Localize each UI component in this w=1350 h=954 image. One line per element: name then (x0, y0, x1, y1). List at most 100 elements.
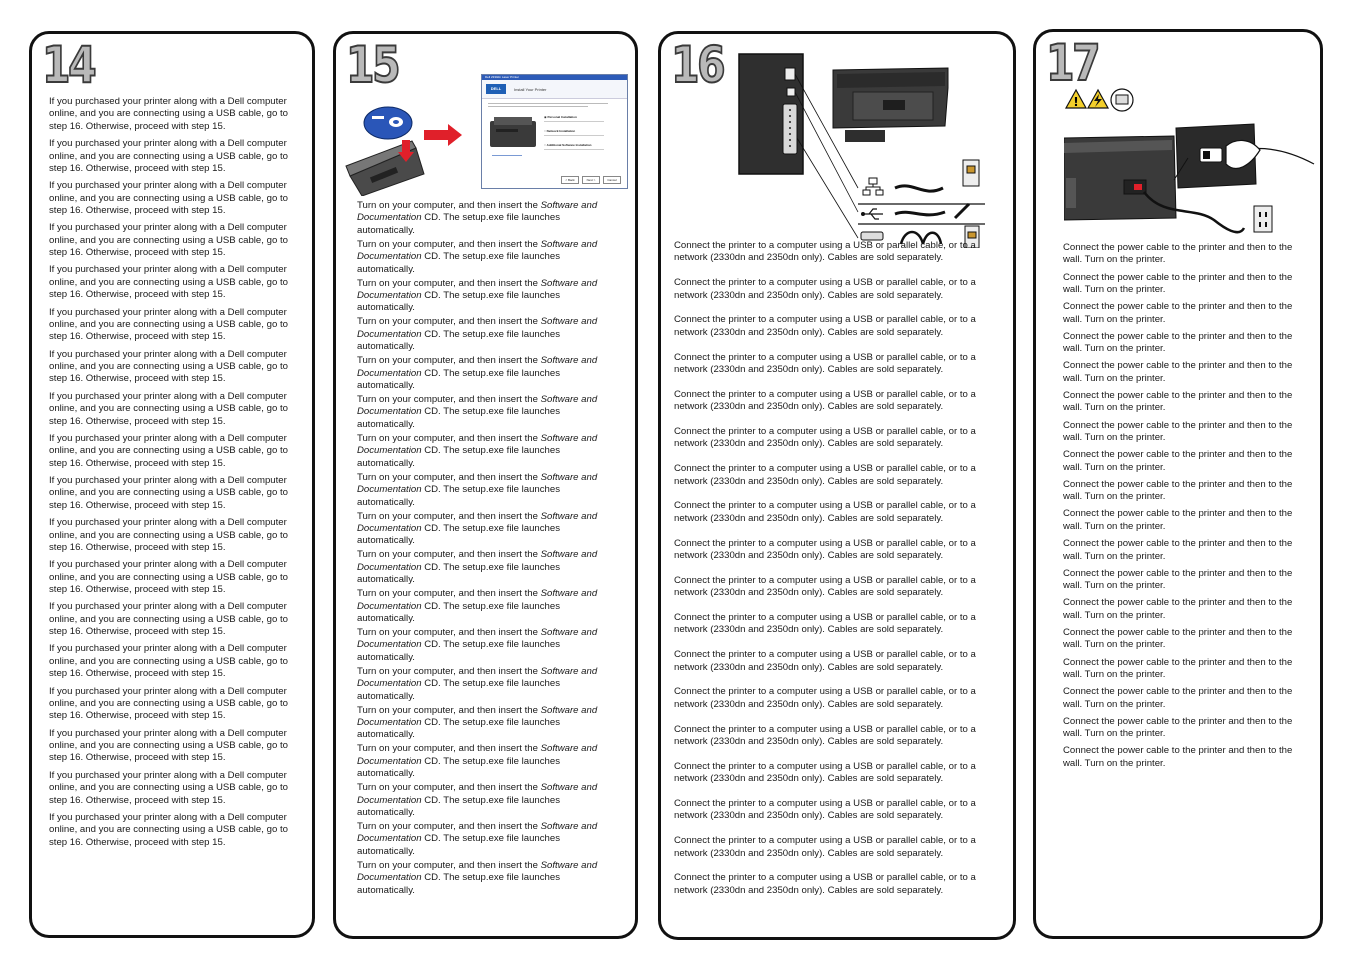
paragraph: If you purchased your printer along with… (49, 180, 288, 217)
paragraph: Connect the printer to a computer using … (674, 686, 976, 710)
paragraph: Connect the printer to a computer using … (674, 872, 976, 896)
paragraph-text: CD. The setup.exe file launches automati… (357, 872, 561, 896)
paragraph-text: Turn on your computer, and then insert t… (357, 200, 541, 211)
paragraph: Connect the printer to a computer using … (674, 351, 976, 376)
paragraph-text: CD. The setup.exe file launches automati… (357, 639, 561, 663)
option-personal[interactable]: ◉ Personal Installation (544, 115, 622, 122)
paragraph-text: CD. The setup.exe file launches automati… (357, 406, 561, 430)
computer-port-icon (964, 225, 980, 248)
paragraph: If you purchased your printer along with… (49, 601, 288, 638)
paragraph: If you purchased your printer along with… (49, 222, 288, 259)
paragraph: Turn on your computer, and then insert t… (357, 782, 619, 819)
cd-title: Software and Documentation (357, 277, 598, 302)
paragraph: Connect the power cable to the printer a… (1063, 301, 1293, 325)
paragraph: Connect the power cable to the printer a… (1063, 715, 1293, 740)
paragraph: Connect the power cable to the printer a… (1063, 330, 1293, 355)
cd-title: Software and Documentation (357, 626, 598, 651)
paragraph-text: Turn on your computer, and then insert t… (357, 316, 541, 328)
dialog-link[interactable] (492, 155, 522, 156)
paragraph: Connect the power cable to the printer a… (1063, 656, 1293, 680)
step-15-panel: 15 Dell 2330dn Laser Printer DELL Inst (333, 31, 638, 939)
cd-title: Software and Documentation (357, 549, 598, 573)
warning-icon: ! (1064, 88, 1088, 109)
dialog-header-text: Install Your Printer (514, 86, 547, 92)
paragraph-text: CD. The setup.exe file launches automati… (357, 445, 561, 469)
cd-title: Software and Documentation (357, 704, 598, 728)
cd-title: Software and Documentation (357, 432, 598, 457)
paragraph: Connect the power cable to the printer a… (1063, 419, 1293, 444)
wall-outlet-icon (1253, 205, 1273, 233)
paragraph-text: Turn on your computer, and then insert t… (357, 588, 541, 600)
step-15-text: Turn on your computer, and then insert t… (357, 200, 619, 899)
paragraph: If you purchased your printer along with… (49, 306, 288, 343)
back-button[interactable]: < Back (561, 176, 579, 184)
step-number: 16 (670, 36, 726, 94)
window-title: Dell 2330dn Laser Printer (485, 75, 520, 79)
cd-title: Software and Documentation (357, 510, 598, 534)
paragraph: Connect the power cable to the printer a… (1063, 745, 1293, 769)
paragraph: Connect the printer to a computer using … (674, 388, 976, 413)
paragraph: Connect the power cable to the printer a… (1063, 538, 1293, 562)
brand-text: DELL (490, 86, 502, 91)
paragraph: Turn on your computer, and then insert t… (357, 666, 619, 703)
dialog-options: ◉ Personal Installation ○ Network Instal… (544, 115, 622, 150)
paragraph-text: CD. The setup.exe file launches automati… (357, 833, 561, 857)
option-additional[interactable]: ○ Additional Software Installation (544, 143, 622, 150)
step-17-panel: 17 ! (1033, 29, 1323, 939)
paragraph: Turn on your computer, and then insert t… (357, 511, 619, 548)
paragraph: Turn on your computer, and then insert t… (357, 743, 619, 780)
cd-title: Software and Documentation (357, 394, 598, 418)
paragraph: Connect the printer to a computer using … (674, 426, 976, 450)
paragraph-text: Turn on your computer, and then insert t… (357, 471, 541, 483)
paragraph-text: CD. The setup.exe file launches automati… (357, 290, 561, 314)
paragraph: Turn on your computer, and then insert t… (357, 705, 619, 742)
paragraph-text: CD. The setup.exe file launches automati… (357, 600, 561, 624)
paragraph: If you purchased your printer along with… (49, 474, 288, 511)
paragraph: Connect the printer to a computer using … (674, 835, 976, 859)
paragraph: Connect the power cable to the printer a… (1063, 597, 1293, 621)
paragraph: Connect the printer to a computer using … (674, 314, 976, 338)
installer-window: Dell 2330dn Laser Printer DELL Install Y… (481, 74, 628, 189)
paragraph: Connect the printer to a computer using … (674, 463, 976, 487)
paragraph: Connect the printer to a computer using … (674, 760, 976, 785)
paragraph-text: Turn on your computer, and then insert t… (357, 859, 541, 871)
paragraph-text: CD. The setup.exe file launches automati… (357, 367, 561, 392)
paragraph: Connect the power cable to the printer a… (1063, 686, 1293, 710)
next-button[interactable]: Next > (582, 176, 600, 184)
paragraph: Connect the printer to a computer using … (674, 574, 976, 599)
option-network[interactable]: ○ Network Installation (544, 129, 622, 136)
ethernet-cable-icon (894, 184, 944, 193)
paragraph: If you purchased your printer along with… (49, 432, 288, 469)
svg-text:!: ! (1073, 95, 1078, 109)
paragraph: Turn on your computer, and then insert t… (357, 433, 619, 470)
paragraph-text: Turn on your computer, and then insert t… (357, 238, 541, 250)
step-14-text: If you purchased your printer along with… (49, 96, 299, 854)
paragraph: Connect the printer to a computer using … (674, 240, 976, 264)
power-cord-icon (1143, 191, 1246, 234)
right-arrow-icon (424, 124, 462, 146)
paragraph: Turn on your computer, and then insert t… (357, 316, 619, 353)
paragraph: Connect the printer to a computer using … (674, 537, 976, 562)
paragraph: If you purchased your printer along with… (49, 96, 288, 132)
paragraph: Connect the power cable to the printer a… (1063, 626, 1293, 651)
paragraph: If you purchased your printer along with… (49, 559, 288, 596)
paragraph: If you purchased your printer along with… (49, 138, 288, 174)
usb-cable-icon (894, 210, 946, 217)
printer-image (490, 115, 536, 149)
cd-title: Software and Documentation (357, 665, 598, 690)
paragraph-text: Turn on your computer, and then insert t… (357, 277, 541, 289)
paragraph: Connect the power cable to the printer a… (1063, 567, 1293, 592)
power-cable-illustration: ! (1064, 88, 1315, 234)
power-switch-zoom (1175, 123, 1315, 189)
paragraph-text: Turn on your computer, and then insert t… (357, 782, 541, 794)
read-instructions-icon (1110, 88, 1134, 112)
cancel-button[interactable]: Cancel (603, 176, 621, 184)
cd-title: Software and Documentation (357, 743, 598, 767)
paragraph: Connect the printer to a computer using … (674, 500, 976, 524)
paragraph: If you purchased your printer along with… (49, 811, 288, 848)
paragraph-text: CD. The setup.exe file launches automati… (357, 328, 561, 353)
paragraph-text: Turn on your computer, and then insert t… (357, 821, 541, 832)
insert-arrow-icon (398, 140, 414, 162)
paragraph-text: CD. The setup.exe file launches automati… (357, 561, 561, 586)
paragraph-text: Turn on your computer, and then insert t… (357, 704, 541, 716)
